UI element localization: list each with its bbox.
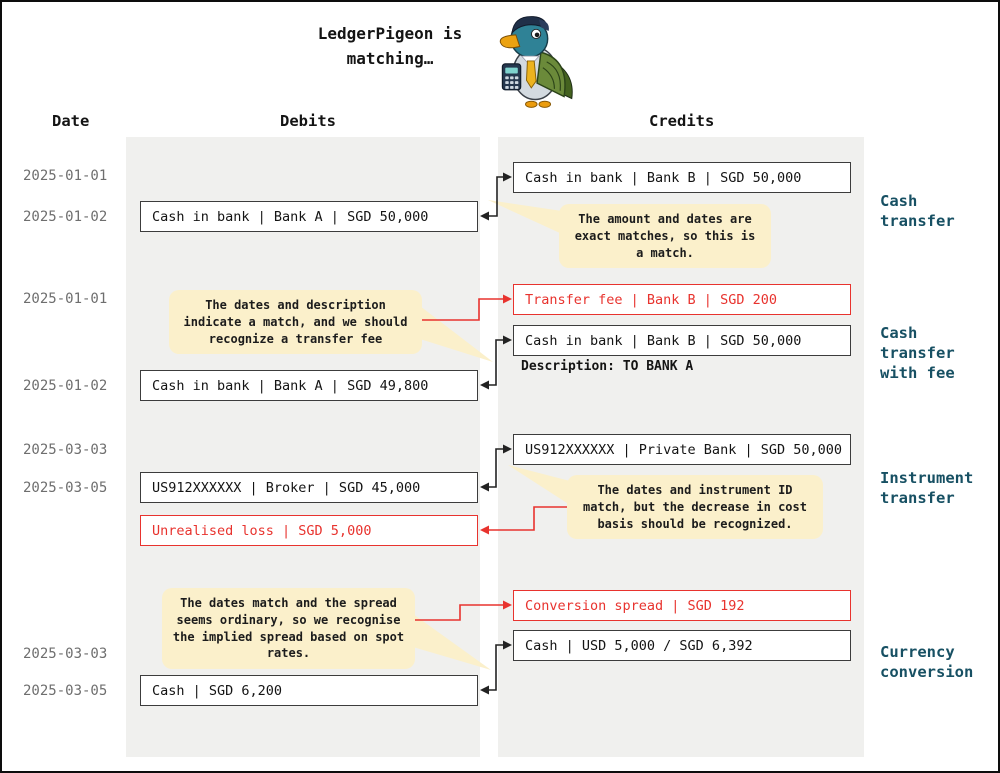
date-label: 2025-03-03 xyxy=(23,646,108,662)
group-label-cash-transfer: Cash transfer xyxy=(880,192,955,231)
credit-entry: Cash | USD 5,000 / SGD 6,392 xyxy=(513,630,851,661)
date-label: 2025-03-05 xyxy=(23,683,108,699)
group-label-instrument-transfer: Instrument transfer xyxy=(880,469,974,508)
debit-entry: Cash in bank | Bank A | SGD 49,800 xyxy=(140,370,478,401)
credit-entry: Cash in bank | Bank B | SGD 50,000 xyxy=(513,162,851,193)
note-line: recognize a transfer fee xyxy=(208,331,383,346)
column-header-credits: Credits xyxy=(649,112,715,130)
debit-entry-highlight: Unrealised loss | SGD 5,000 xyxy=(140,515,478,546)
note-line: rates. xyxy=(266,646,311,661)
note-line: exact matches, so this is xyxy=(574,228,756,243)
debit-entry: Cash in bank | Bank A | SGD 50,000 xyxy=(140,201,478,232)
note-line: indicate a match, and we should xyxy=(183,314,408,329)
date-label: 2025-03-03 xyxy=(23,442,108,458)
note-cash-transfer-fee: The dates and description indicate a mat… xyxy=(169,290,422,355)
note-line: The dates and instrument ID xyxy=(597,483,793,497)
date-label: 2025-01-01 xyxy=(23,291,108,307)
debit-entry: Cash | SGD 6,200 xyxy=(140,675,478,706)
date-label: 2025-01-02 xyxy=(23,209,108,225)
date-label: 2025-03-05 xyxy=(23,480,108,496)
note-line: seems ordinary, so we recognise xyxy=(176,612,401,627)
arrowhead xyxy=(480,380,489,390)
date-label: 2025-01-01 xyxy=(23,168,108,184)
pigeon-mascot-image xyxy=(499,16,573,108)
arrowhead xyxy=(480,482,489,492)
date-label: 2025-01-02 xyxy=(23,378,108,394)
note-instrument-transfer: The dates and instrument ID match, but t… xyxy=(567,475,823,540)
column-header-debits: Debits xyxy=(280,112,336,130)
group-label-cash-transfer-fee: Cash transfer with fee xyxy=(880,324,955,383)
note-line: The dates match and the spread xyxy=(180,596,397,610)
group-label-currency-conversion: Currency conversion xyxy=(880,643,974,682)
credit-entry: Cash in bank | Bank B | SGD 50,000 xyxy=(513,325,851,356)
note-line: a match. xyxy=(636,245,694,260)
entry-description: Description: TO BANK A xyxy=(521,359,694,374)
credit-entry: US912XXXXXX | Private Bank | SGD 50,000 xyxy=(513,434,851,465)
arrowhead xyxy=(480,211,489,221)
credit-entry-highlight: Conversion spread | SGD 192 xyxy=(513,590,851,621)
debit-entry: US912XXXXXX | Broker | SGD 45,000 xyxy=(140,472,478,503)
note-line: match, but the decrease in cost xyxy=(583,499,807,514)
page-title-line2: matching… xyxy=(346,48,434,68)
column-header-date: Date xyxy=(52,112,90,130)
credit-entry-highlight: Transfer fee | Bank B | SGD 200 xyxy=(513,284,851,315)
page-title: LedgerPigeon is matching… xyxy=(257,22,523,72)
note-line: The amount and dates are xyxy=(578,212,752,226)
page-title-line1: LedgerPigeon is xyxy=(317,24,463,43)
note-currency-conversion: The dates match and the spread seems ord… xyxy=(162,588,415,670)
note-line: basis should be recognized. xyxy=(597,516,793,531)
arrowhead xyxy=(480,525,489,535)
arrowhead xyxy=(480,685,489,695)
note-cash-transfer: The amount and dates are exact matches, … xyxy=(559,204,771,269)
note-line: the implied spread based on spot xyxy=(172,629,405,644)
note-line: The dates and description xyxy=(205,298,386,312)
